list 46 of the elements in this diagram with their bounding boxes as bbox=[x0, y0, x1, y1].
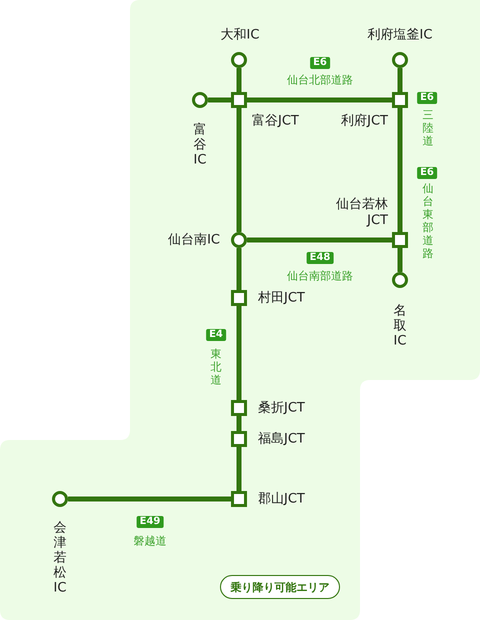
place-label: 富谷IC bbox=[193, 122, 207, 168]
road-line bbox=[398, 108, 402, 232]
road-line bbox=[236, 108, 242, 232]
road-name: 仙台北部道路 bbox=[287, 74, 353, 86]
junction-square bbox=[231, 290, 247, 306]
route-badge: E6 bbox=[417, 167, 437, 179]
road-line bbox=[236, 68, 242, 92]
road-line bbox=[236, 416, 242, 431]
place-label: 仙台南IC bbox=[168, 232, 220, 248]
road-line bbox=[247, 98, 392, 102]
route-badge: E49 bbox=[136, 516, 164, 528]
road-name: 磐越道 bbox=[134, 534, 166, 548]
place-label: 桑折JCT bbox=[258, 400, 305, 416]
place-label: 名取IC bbox=[393, 304, 407, 348]
place-label: 郡山JCT bbox=[258, 492, 305, 506]
junction-square bbox=[231, 491, 247, 507]
place-label: 利府JCT bbox=[341, 114, 388, 128]
junction-square bbox=[231, 400, 247, 416]
place-label: 会津若松IC bbox=[53, 520, 67, 596]
place-label: 大和IC bbox=[220, 28, 260, 42]
place-label: 仙台若林JCT bbox=[335, 197, 388, 229]
road-line bbox=[208, 98, 231, 102]
road-line bbox=[236, 447, 242, 491]
route-badge: E6 bbox=[310, 57, 330, 69]
place-label: 利府塩釜IC bbox=[368, 28, 432, 42]
junction-square bbox=[392, 92, 408, 108]
junction-square bbox=[392, 232, 408, 248]
road-line bbox=[247, 238, 392, 242]
route-badge: E4 bbox=[206, 329, 226, 341]
road-name: 仙台東部道路 bbox=[422, 182, 434, 260]
road-name: 仙台南部道路 bbox=[287, 270, 353, 282]
road-line bbox=[68, 496, 231, 502]
place-label: 富谷JCT bbox=[252, 114, 299, 128]
road-line bbox=[398, 68, 402, 92]
road-line bbox=[236, 248, 242, 290]
road-name: 三陸道 bbox=[422, 108, 434, 148]
area-legend-pill: 乗り降り可能エリア bbox=[220, 575, 340, 599]
road-name: 東北道 bbox=[210, 348, 222, 386]
junction-square bbox=[231, 92, 247, 108]
place-label: 福島JCT bbox=[258, 432, 305, 446]
route-badge: E6 bbox=[417, 92, 437, 104]
road-line bbox=[236, 306, 242, 400]
road-line bbox=[398, 248, 402, 272]
junction-square bbox=[231, 431, 247, 447]
place-label: 村田JCT bbox=[258, 290, 305, 306]
route-badge: E48 bbox=[306, 252, 334, 264]
